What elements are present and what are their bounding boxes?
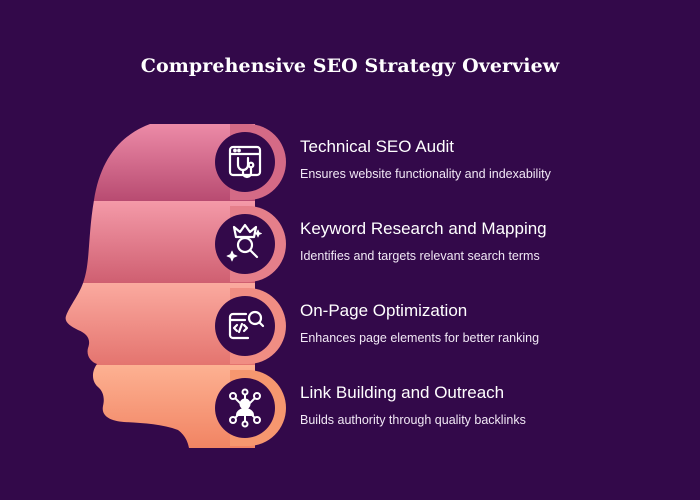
icon-circles <box>215 132 275 438</box>
item-desc-1: Ensures website functionality and indexa… <box>300 167 551 181</box>
item-desc-3: Enhances page elements for better rankin… <box>300 331 540 345</box>
page-title: Comprehensive SEO Strategy Overview <box>140 55 560 77</box>
browser-stethoscope-icon <box>228 145 262 179</box>
item-title-4: Link Building and Outreach <box>300 383 505 402</box>
crown-magnifier-icon <box>226 223 262 262</box>
item-title-1: Technical SEO Audit <box>300 137 455 156</box>
item-title-2: Keyword Research and Mapping <box>300 219 547 238</box>
item-desc-4: Builds authority through quality backlin… <box>300 413 526 427</box>
icon-circle-2 <box>215 214 275 274</box>
network-user-icon <box>229 388 261 428</box>
item-desc-2: Identifies and targets relevant search t… <box>300 249 540 263</box>
icon-circle-1 <box>215 132 275 192</box>
code-window-search-icon <box>228 310 265 340</box>
item-title-3: On-Page Optimization <box>300 301 468 320</box>
